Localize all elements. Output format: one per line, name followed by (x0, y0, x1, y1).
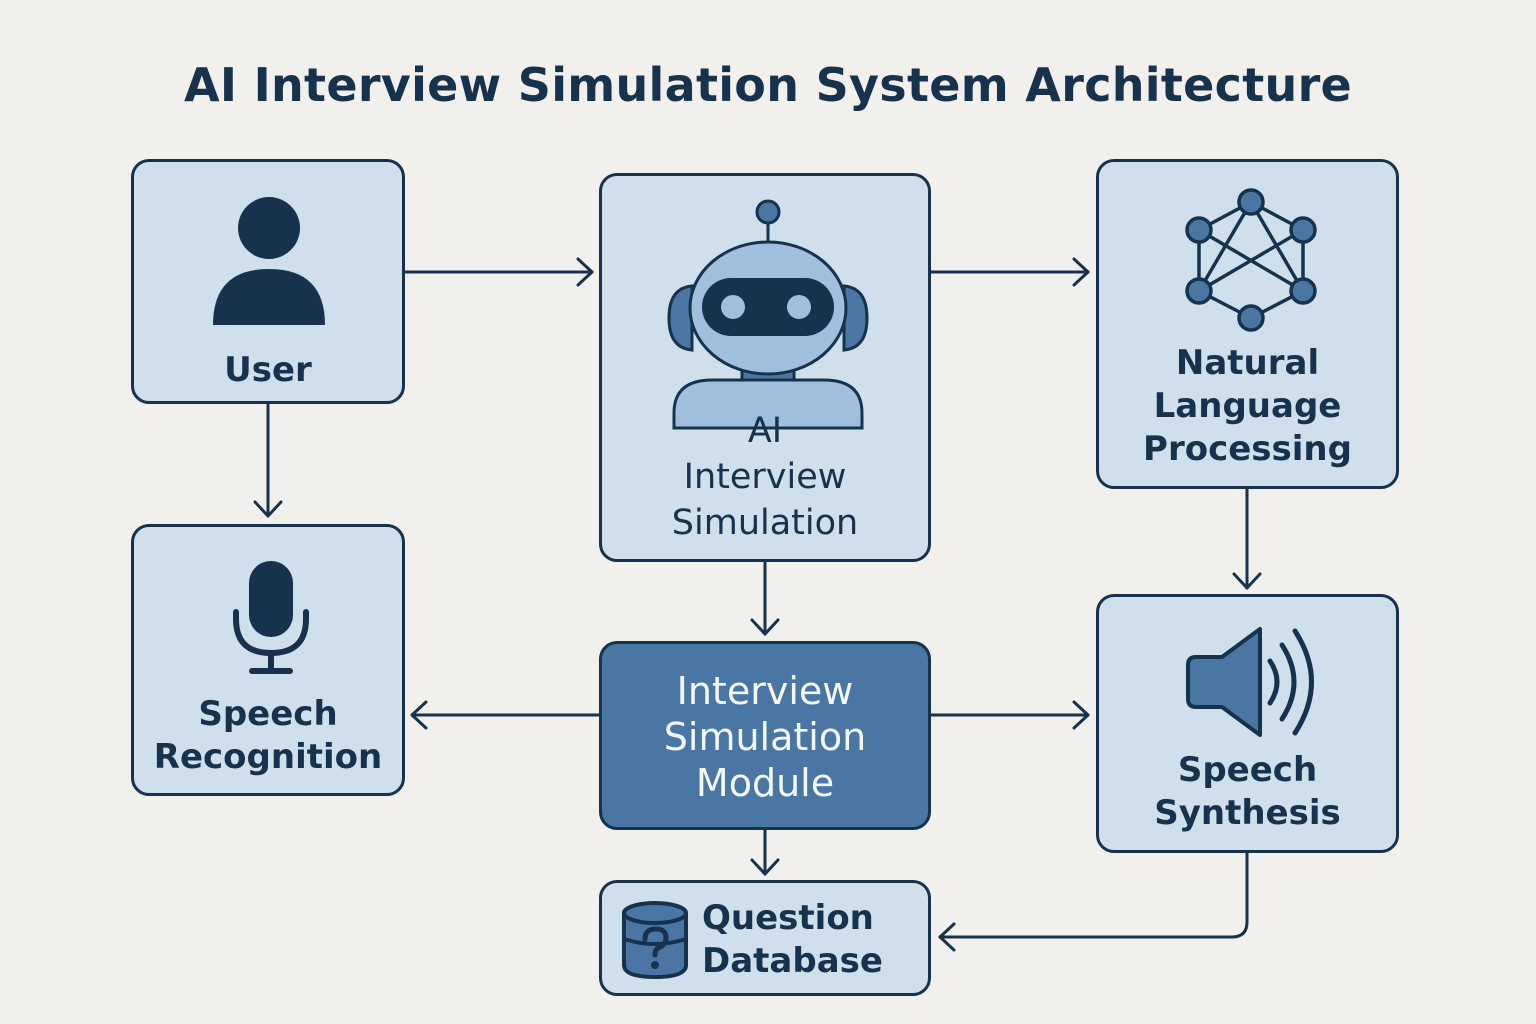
node-speech-synthesis[interactable]: Speech Synthesis (1096, 594, 1399, 853)
edge-module-to-question-database (750, 828, 780, 876)
diagram-title: AI Interview Simulation System Architect… (183, 58, 1353, 112)
edge-module-to-speech-synthesis (929, 700, 1090, 730)
node-question-database[interactable]: Question Database (599, 880, 931, 996)
node-interview-simulation-module[interactable]: Interview Simulation Module (599, 641, 931, 830)
node-label-speech-recognition: Speech Recognition (153, 694, 383, 777)
node-speech-recognition[interactable]: Speech Recognition (131, 524, 405, 796)
node-ai-interview-simulation[interactable]: AI Interview Simulation (599, 173, 931, 562)
edge-nlp-to-speech-synthesis (1232, 487, 1262, 590)
edge-user-to-speech-recognition (253, 401, 283, 518)
edge-module-to-speech-recognition (410, 700, 601, 730)
edge-user-to-ai-sim (403, 257, 594, 287)
edge-ai-sim-to-nlp (929, 257, 1090, 287)
node-label-interview-simulation-module: Interview Simulation Module (663, 669, 867, 805)
node-label-question-database: Question Database (702, 898, 883, 981)
speaker-icon (1186, 627, 1314, 737)
network-icon (1185, 188, 1317, 332)
user-icon (213, 197, 325, 325)
edge-ai-sim-to-module (750, 560, 780, 636)
node-label-speech-synthesis: Speech Synthesis (1154, 750, 1341, 833)
node-label-natural-language-processing: Natural Language Processing (1143, 343, 1352, 469)
node-label-ai-interview-simulation: AI Interview Simulation (671, 411, 859, 543)
node-label-user: User (224, 350, 312, 390)
node-user[interactable]: User (131, 159, 405, 404)
microphone-icon (233, 561, 309, 674)
edge-speech-synthesis-to-question-database (938, 851, 1249, 952)
database-question-icon (622, 901, 688, 980)
robot-icon (667, 199, 869, 430)
node-natural-language-processing[interactable]: Natural Language Processing (1096, 159, 1399, 489)
